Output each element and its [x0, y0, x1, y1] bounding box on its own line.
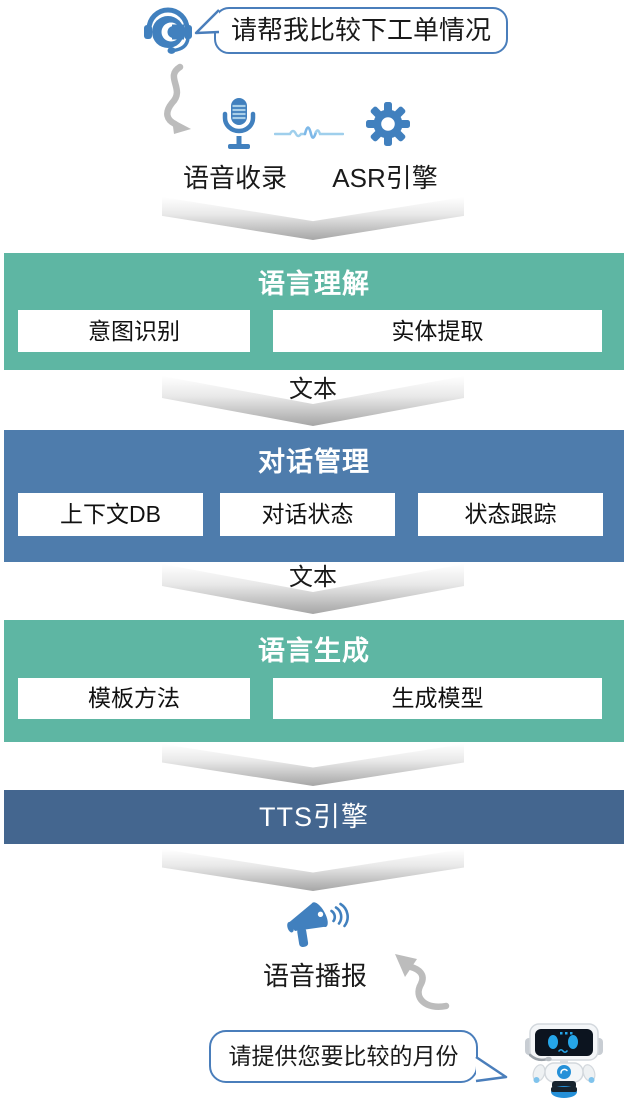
asr-engine-text: ASR引擎	[332, 163, 438, 193]
bot-bubble-tail	[475, 1055, 508, 1083]
nlu-item-intent: 意图识别	[18, 310, 250, 352]
flow-arrow-1	[162, 197, 464, 240]
user-bubble-tail	[194, 9, 220, 35]
nlu-item-entity: 实体提取	[273, 310, 602, 352]
nlg-item-template: 模板方法	[18, 678, 250, 719]
user-query-text: 请帮我比较下工单情况	[230, 15, 491, 45]
dm-item-dialog-state: 对话状态	[220, 493, 395, 536]
dm-item-context-db: 上下文DB	[18, 493, 203, 536]
text-connector-label: 文本	[289, 564, 337, 591]
waveform-icon	[274, 126, 344, 139]
bot-response-text: 请提供您要比较的月份	[228, 1043, 459, 1069]
headset-agent-icon	[144, 7, 192, 54]
flow-arrow-3: 文本	[162, 564, 464, 614]
robot-icon	[525, 1023, 603, 1098]
megaphone-icon	[287, 902, 349, 947]
chevron-down-icon	[162, 744, 464, 786]
nlg-item-genmodel: 生成模型	[273, 678, 602, 719]
dm-item-state-tracking: 状态跟踪	[418, 493, 603, 536]
gear-icon	[366, 102, 410, 146]
nlu-block: 语言理解 意图识别 实体提取	[4, 253, 624, 370]
bot-response-bubble: 请提供您要比较的月份	[209, 1030, 478, 1083]
tts-engine-bar: TTS引擎	[4, 790, 624, 844]
flow-arrow-4	[162, 744, 464, 786]
text-connector-label: 文本	[289, 376, 337, 403]
curved-arrow-down-icon	[164, 63, 191, 134]
nlu-title: 语言理解	[258, 269, 370, 299]
dm-block: 对话管理 上下文DB 对话状态 状态跟踪	[4, 430, 624, 562]
flow-arrow-2: 文本	[162, 376, 464, 426]
tts-title: TTS引擎	[259, 802, 369, 832]
microphone-icon	[222, 98, 256, 149]
voice-record-text: 语音收录	[182, 163, 287, 193]
nlg-block: 语言生成 模板方法 生成模型	[4, 620, 624, 742]
dm-title: 对话管理	[258, 447, 370, 477]
chevron-down-icon	[162, 197, 464, 240]
nlg-title: 语言生成	[258, 636, 370, 666]
user-query-bubble: 请帮我比较下工单情况	[214, 7, 508, 54]
flow-arrow-5	[162, 849, 464, 891]
voice-broadcast-label: 语音播报	[255, 956, 375, 993]
chevron-down-icon	[162, 849, 464, 891]
voice-record-label: 语音收录	[180, 158, 290, 195]
asr-engine-label: ASR引擎	[330, 158, 440, 195]
curved-arrow-up-icon	[395, 954, 450, 1011]
voice-broadcast-text: 语音播报	[262, 961, 367, 991]
